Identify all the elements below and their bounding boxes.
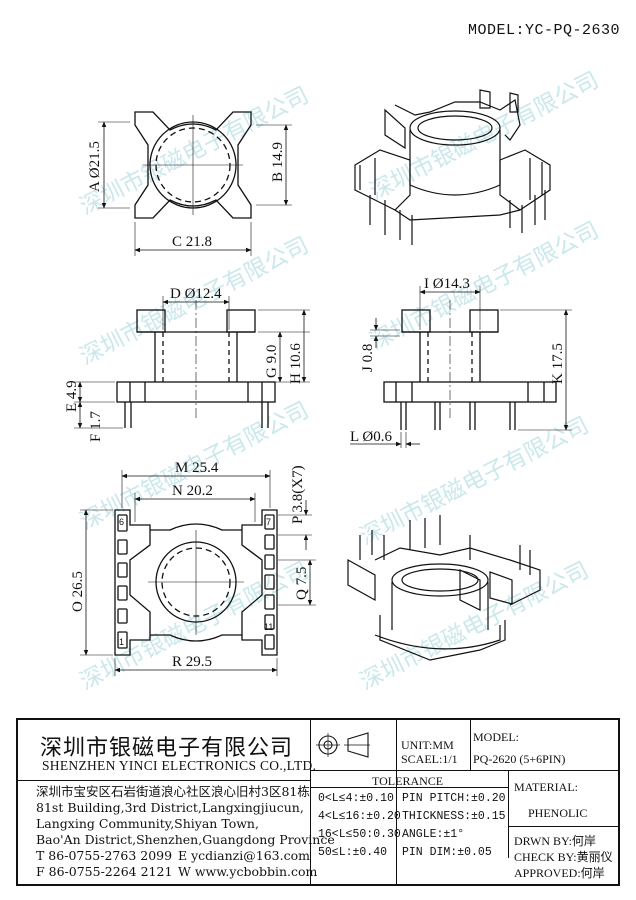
company-name-en: SHENZHEN YINCI ELECTRONICS CO.,LTD. bbox=[42, 758, 317, 773]
approved-by: APPROVED:何岸 bbox=[514, 866, 605, 880]
material-label: MATERIAL: bbox=[514, 780, 578, 794]
model-field-label: MODEL: bbox=[473, 730, 519, 744]
website: W www.ycbobbin.com bbox=[178, 864, 318, 879]
unit: UNIT:MM bbox=[401, 738, 454, 752]
front-view bbox=[74, 296, 310, 429]
tolerance-row-4: 50≤L:±0.40 bbox=[318, 846, 388, 859]
fax: F 86-0755-2264 2121 bbox=[36, 864, 173, 879]
dim-r: R 29.5 bbox=[172, 654, 212, 670]
dim-d: D Ø12.4 bbox=[170, 286, 222, 302]
pin-spec-4: PIN DIM:±0.05 bbox=[402, 846, 492, 859]
dim-l: L Ø0.6 bbox=[350, 429, 392, 445]
company-name-cn: 深圳市银磁电子有限公司 bbox=[40, 736, 294, 761]
dim-h: H 10.6 bbox=[288, 343, 304, 384]
title-block: 深圳市银磁电子有限公司 SHENZHEN YINCI ELECTRONICS C… bbox=[16, 718, 620, 886]
dim-e: E 4.9 bbox=[64, 380, 80, 412]
address-en-line2: Langxing Community,Shiyan Town, bbox=[36, 816, 259, 831]
address-cn: 深圳市宝安区石岩街道浪心社区浪心旧村3区81栋 bbox=[36, 784, 310, 799]
dim-q: Q 7.5 bbox=[294, 567, 310, 600]
pin-number-6: 6 bbox=[119, 517, 124, 527]
email: E ycdianzi@163.com bbox=[178, 848, 310, 863]
isometric-view-bottom bbox=[347, 515, 541, 661]
dim-m: M 25.4 bbox=[175, 460, 219, 476]
bottom-view bbox=[80, 470, 316, 676]
model-label: MODEL:YC-PQ-2630 bbox=[467, 22, 620, 39]
pin-number-11: 11 bbox=[264, 622, 273, 632]
address-en-line1: 81st Building,3rd District,Langxingjiucu… bbox=[36, 800, 304, 815]
side-view bbox=[350, 286, 572, 448]
dim-i: I Ø14.3 bbox=[424, 276, 470, 292]
isometric-view-top bbox=[354, 89, 551, 245]
dim-b: B 14.9 bbox=[270, 142, 286, 182]
dim-j: J 0.8 bbox=[360, 344, 376, 372]
check-by: CHECK BY:黄丽仪 bbox=[514, 850, 613, 864]
tolerance-title: TOLERANCE bbox=[372, 774, 444, 788]
pin-spec-3: ANGLE:±1° bbox=[402, 828, 465, 841]
tolerance-row-1: 0<L≤4:±0.10 bbox=[318, 792, 394, 805]
projection-symbol-icon bbox=[316, 732, 370, 758]
watermark-2: 深圳市银磁电子有限公司 bbox=[366, 67, 603, 205]
dim-f: F 1.7 bbox=[88, 411, 104, 442]
drawn-by: DRWN BY:何岸 bbox=[514, 834, 596, 848]
dim-c: C 21.8 bbox=[172, 234, 212, 250]
phone: T 86-0755-2763 2099 bbox=[36, 848, 173, 863]
address-en-line3: Bao'An District,Shenzhen,Guangdong Provi… bbox=[36, 832, 335, 847]
dim-o: O 26.5 bbox=[70, 571, 86, 612]
model-field-value: PQ-2620 (5+6PIN) bbox=[473, 752, 566, 766]
tolerance-row-2: 4<L≤16:±0.20 bbox=[318, 810, 401, 823]
dim-n: N 20.2 bbox=[172, 483, 213, 499]
pin-spec-1: PIN PITCH:±0.20 bbox=[402, 792, 506, 805]
technical-drawing: 深圳市银磁电子有限公司 深圳市银磁电子有限公司 深圳市银磁电子有限公司 深圳市银… bbox=[64, 67, 603, 695]
watermark-4: 深圳市银磁电子有限公司 bbox=[366, 217, 603, 355]
pin-number-1: 1 bbox=[119, 637, 124, 647]
pin-spec-2: THICKNESS:±0.15 bbox=[402, 810, 506, 823]
material-value: PHENOLIC bbox=[528, 806, 588, 820]
tolerance-row-3: 16<L≤50:0.30 bbox=[318, 828, 401, 841]
dim-g: G 9.0 bbox=[264, 345, 280, 378]
scale: SCAEL:1/1 bbox=[401, 752, 458, 766]
dim-a: A Ø21.5 bbox=[87, 141, 103, 192]
dim-p: P 3.8(X7) bbox=[290, 465, 306, 524]
top-view bbox=[98, 111, 292, 256]
pin-number-7: 7 bbox=[266, 517, 271, 527]
dim-k: K 17.5 bbox=[550, 343, 566, 384]
